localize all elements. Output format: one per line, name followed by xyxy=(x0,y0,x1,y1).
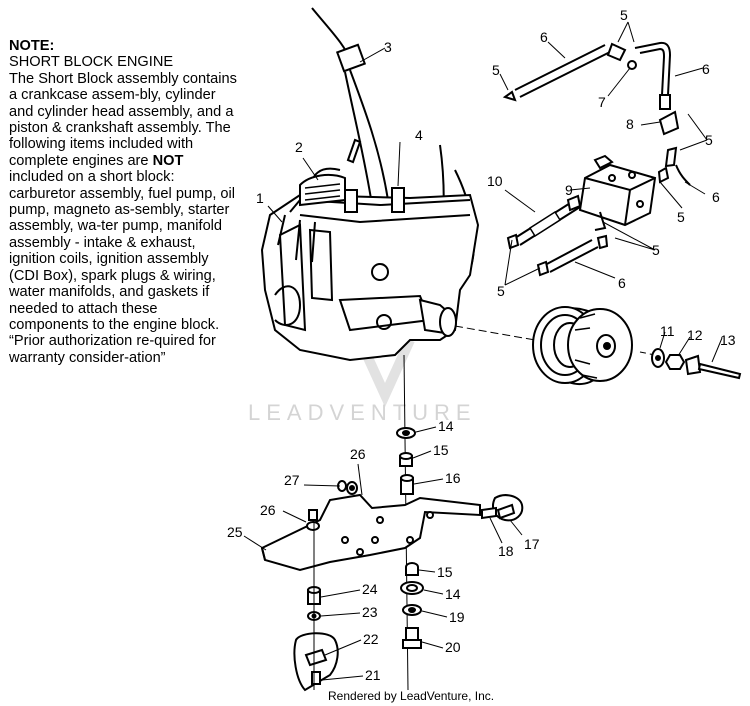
plate-hardware xyxy=(306,480,358,531)
flywheel-hardware xyxy=(651,348,742,380)
callout-19: 19 xyxy=(449,609,465,625)
callout-26b: 26 xyxy=(260,502,276,518)
watermark: LEADVENTURE xyxy=(248,337,477,425)
callout-9: 9 xyxy=(565,182,573,198)
callout-6a: 6 xyxy=(540,29,548,45)
callout-26a: 26 xyxy=(350,446,366,462)
callout-5e: 5 xyxy=(652,242,660,258)
callout-5c: 5 xyxy=(705,132,713,148)
centerline xyxy=(454,325,536,341)
lower-mount-hardware xyxy=(400,562,424,649)
callout-27: 27 xyxy=(284,472,300,488)
callout-10: 10 xyxy=(487,173,503,189)
callout-8: 8 xyxy=(626,116,634,132)
callout-12: 12 xyxy=(687,327,703,343)
callout-5a: 5 xyxy=(620,7,628,23)
callout-18: 18 xyxy=(498,543,514,559)
leader-lines xyxy=(267,21,723,363)
callout-3: 3 xyxy=(384,39,392,55)
callout-23: 23 xyxy=(362,604,378,620)
callout-14b: 14 xyxy=(445,586,461,602)
callout-5b: 5 xyxy=(492,62,500,78)
callout-2: 2 xyxy=(295,139,303,155)
flywheel-magneto xyxy=(532,306,633,386)
callout-4: 4 xyxy=(415,127,423,143)
callout-6d: 6 xyxy=(618,275,626,291)
callout-1: 1 xyxy=(256,190,264,206)
callout-25: 25 xyxy=(227,524,243,540)
callout-16: 16 xyxy=(445,470,461,486)
lower-leader-lines xyxy=(243,426,523,681)
rear-bracket xyxy=(481,494,524,522)
callout-13: 13 xyxy=(720,332,736,348)
callout-7: 7 xyxy=(598,94,606,110)
throttle-cable xyxy=(311,7,389,206)
callout-15b: 15 xyxy=(437,564,453,580)
callout-21: 21 xyxy=(365,667,381,683)
note-body-part-2: included on a short block: carburetor as… xyxy=(9,169,236,366)
mounting-plate xyxy=(260,493,481,572)
note-panel: NOTE: SHORT BLOCK ENGINE The Short Block… xyxy=(9,38,239,366)
watermark-text: LEADVENTURE xyxy=(248,400,477,425)
callouts: 1 2 3 4 5 5 5 5 5 5 6 6 6 6 7 8 9 10 11 … xyxy=(227,7,736,683)
callout-20: 20 xyxy=(445,639,461,655)
note-body-bold: NOT xyxy=(152,152,184,169)
fuel-lines xyxy=(502,41,691,277)
callout-15a: 15 xyxy=(433,442,449,458)
callout-14a: 14 xyxy=(438,418,454,434)
callout-17: 17 xyxy=(524,536,540,552)
callout-5d: 5 xyxy=(677,209,685,225)
callout-5f: 5 xyxy=(497,283,505,299)
credit-text: Rendered by LeadVenture, Inc. xyxy=(328,689,494,703)
note-body-part-1: The Short Block assembly contains a cran… xyxy=(9,70,237,169)
note-heading: SHORT BLOCK ENGINE xyxy=(9,54,174,71)
callout-24: 24 xyxy=(362,581,378,597)
callout-6b: 6 xyxy=(702,61,710,77)
centerline xyxy=(639,351,661,357)
upper-mount-hardware xyxy=(396,427,416,495)
engine-short-block xyxy=(260,173,480,362)
lower-left-hardware xyxy=(293,586,339,692)
fuel-pump xyxy=(578,154,657,231)
callout-22: 22 xyxy=(363,631,379,647)
callout-11: 11 xyxy=(660,323,675,339)
callout-6c: 6 xyxy=(712,189,720,205)
note-title: NOTE: xyxy=(9,38,55,54)
note-body: The Short Block assembly contains a cran… xyxy=(9,71,239,366)
